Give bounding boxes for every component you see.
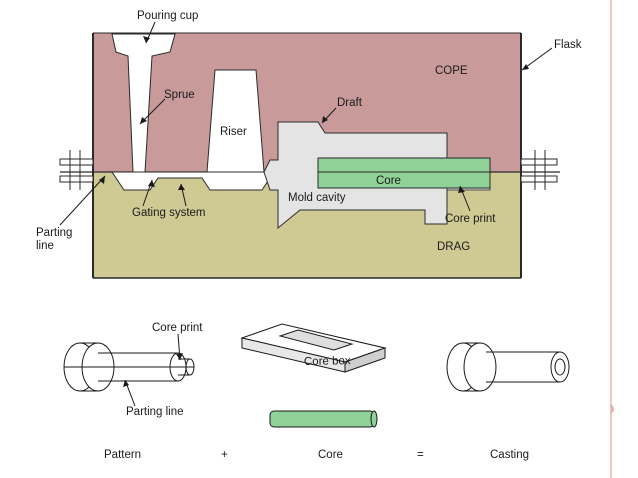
pouring-cup-label: Pouring cup (137, 10, 198, 22)
equals-sign: = (417, 449, 424, 461)
casting-drawing (446, 342, 570, 392)
core-body (317, 157, 491, 189)
core-word-label: Core (318, 449, 343, 461)
core-rod-drawing (269, 410, 378, 428)
core-box-label: Core box (304, 355, 351, 368)
pattern-parting-line-label: Parting line (126, 406, 184, 418)
mold-leader-arrowheads (99, 36, 529, 193)
pattern-core-print-label: Core print (152, 322, 203, 334)
core-print-label: Core print (445, 213, 496, 225)
core-label: Core (376, 175, 401, 187)
slide-border-ornament (605, 404, 614, 414)
flask-label: Flask (554, 39, 582, 51)
sprue-label: Sprue (164, 89, 195, 101)
mold-cavity-label: Mold cavity (288, 192, 346, 204)
casting-label: Casting (490, 449, 529, 461)
cope-label: COPE (435, 65, 468, 77)
right-flask-pin (520, 150, 558, 190)
drag-label: DRAG (437, 241, 470, 253)
pattern-label: Pattern (104, 449, 141, 461)
draft-label: Draft (337, 97, 363, 109)
core-box-drawing (240, 323, 387, 373)
riser-cavity (206, 69, 265, 173)
plus-sign: + (221, 449, 228, 461)
pattern-drawing (63, 342, 195, 392)
gating-system-label: Gating system (132, 207, 206, 219)
parting-line-label-2: line (36, 240, 54, 252)
slide-border (610, 0, 612, 478)
left-flask-pin (59, 150, 94, 190)
riser-label: Riser (220, 126, 247, 138)
parts-leader-arrowheads (123, 353, 183, 387)
parting-line-label-1: Parting (36, 227, 72, 239)
